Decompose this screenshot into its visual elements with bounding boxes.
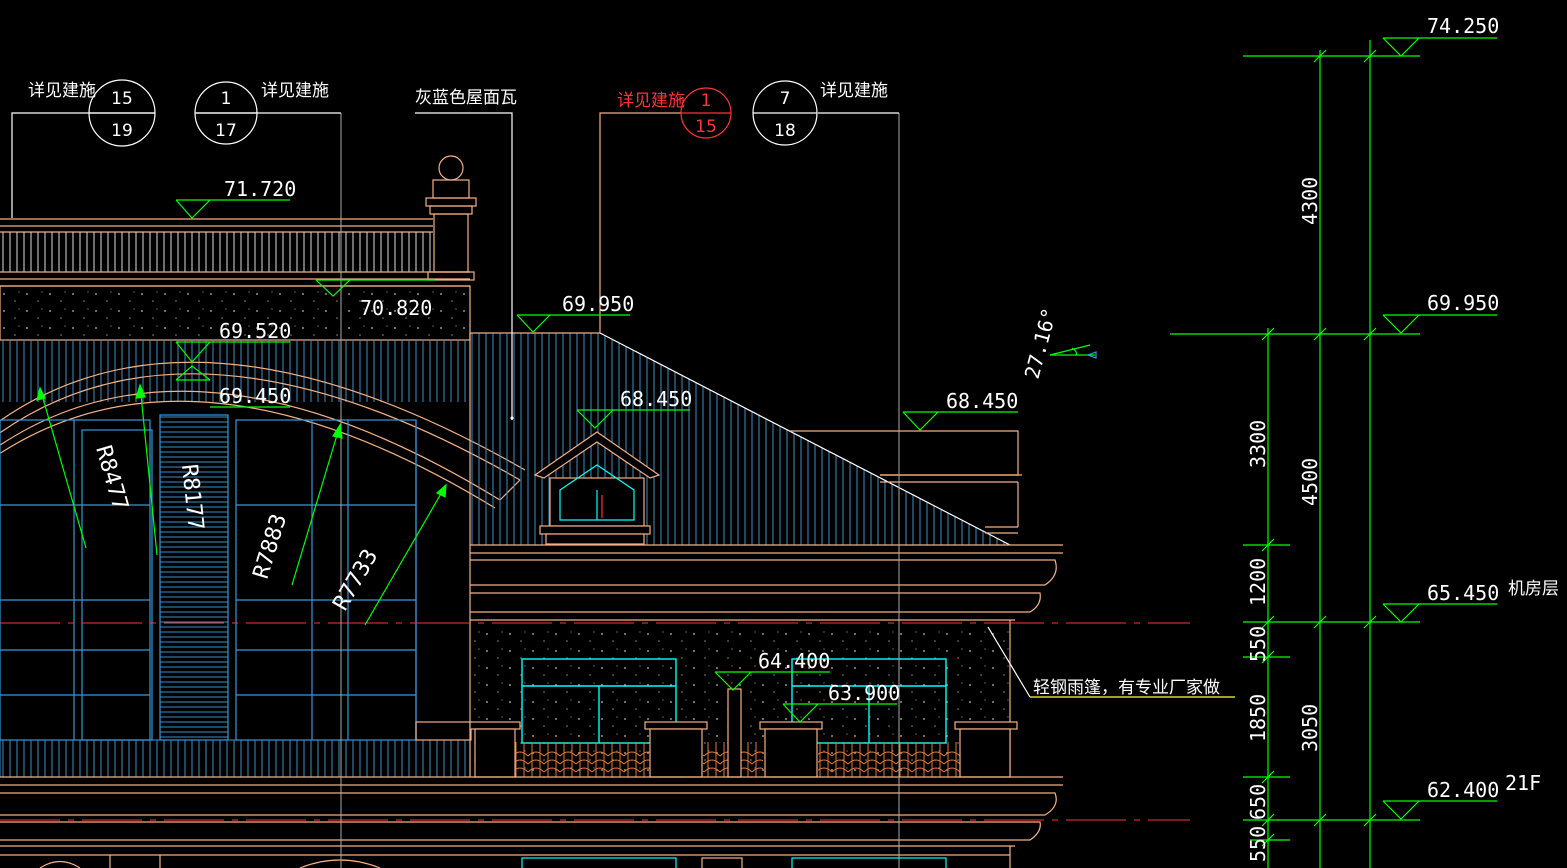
level-69450: 69.450	[219, 384, 291, 408]
callout-bottom: 15	[695, 117, 717, 137]
level-71720: 71.720	[224, 177, 296, 201]
lower-cornice	[0, 776, 1063, 868]
level-69950: 69.950	[562, 292, 634, 316]
radius-r7733: R7733	[329, 545, 384, 615]
callout-circle-7-18: 7 18 详见建施	[752, 80, 888, 146]
roof-angle-marker	[1049, 344, 1097, 359]
dim-3050: 3050	[1298, 704, 1322, 752]
callout-label: 详见建施	[28, 81, 96, 101]
arch-bands	[0, 361, 526, 509]
left-parapet	[0, 218, 470, 287]
roof-angle-text: 27.16°	[1020, 305, 1062, 381]
left-lower-railing	[0, 739, 471, 778]
right-cornice	[469, 544, 1063, 777]
radius-leaders	[36, 383, 447, 626]
dim-1850: 1850	[1246, 694, 1270, 742]
fence-3	[818, 742, 960, 777]
radius-r8477: R8477	[90, 443, 132, 514]
center-louver	[159, 414, 229, 741]
level-64400: 64.400	[758, 649, 830, 673]
dimension-texts: 4300 3300 4500 1200 550 1850 3050 650 55…	[1246, 177, 1322, 862]
level-68450-right: 68.450	[946, 389, 1018, 413]
roof-tile-label: 灰蓝色屋面瓦	[415, 88, 517, 108]
right-level-65450: 65.450	[1427, 581, 1499, 605]
left-facade-hatch	[0, 340, 470, 402]
callout-label: 详见建施	[261, 81, 329, 101]
dim-650: 650	[1246, 784, 1270, 820]
callout-bottom: 17	[215, 121, 237, 141]
callout-top: 15	[111, 89, 133, 109]
left-ledge	[415, 721, 472, 741]
canopy-leader	[987, 626, 1235, 698]
dim-3300: 3300	[1246, 420, 1270, 468]
level-68450-dormer: 68.450	[620, 387, 692, 411]
callout-bottom: 18	[774, 121, 796, 141]
callout-top: 1	[221, 89, 232, 109]
right-level-62400: 62.400	[1427, 778, 1499, 802]
fence-1	[515, 742, 650, 777]
machine-room-label: 机房层	[1508, 579, 1559, 599]
callout-circle-15-19: 15 19 详见建施	[28, 79, 156, 147]
right-level-69950: 69.950	[1427, 291, 1499, 315]
callout-label: 详见建施	[617, 91, 685, 111]
callout-circle-1-15: 1 15 详见建施	[617, 87, 732, 139]
dim-1200: 1200	[1246, 558, 1270, 606]
right-level-markers	[1382, 37, 1497, 820]
fence-pillars	[469, 688, 1018, 778]
canopy-note: 轻钢雨篷，有专业厂家做	[1033, 678, 1220, 698]
dim-550-b: 550	[1246, 826, 1270, 862]
level-63900: 63.900	[828, 681, 900, 705]
dim-4500: 4500	[1298, 458, 1322, 506]
dormer-window	[533, 431, 661, 545]
right-level-74250: 74.250	[1427, 14, 1499, 38]
radius-r7883: R7883	[249, 511, 292, 582]
dimension-lines	[1170, 40, 1420, 868]
finial-post	[425, 155, 477, 281]
elevation-markers	[175, 199, 1018, 723]
callout-bottom: 19	[111, 121, 133, 141]
callout-top: 1	[701, 91, 712, 111]
right-upper-block	[790, 430, 1022, 534]
floor-21f-label: 21F	[1505, 771, 1541, 795]
dim-4300: 4300	[1298, 177, 1322, 225]
centerlines	[0, 622, 1190, 821]
dim-550-a: 550	[1246, 626, 1270, 662]
level-69520: 69.520	[219, 319, 291, 343]
callout-top: 7	[780, 89, 791, 109]
callout-label: 详见建施	[820, 81, 888, 101]
callout-circle-1-17: 1 17 详见建施	[194, 81, 329, 145]
grid-lines	[340, 113, 900, 868]
level-70820: 70.820	[360, 296, 432, 320]
